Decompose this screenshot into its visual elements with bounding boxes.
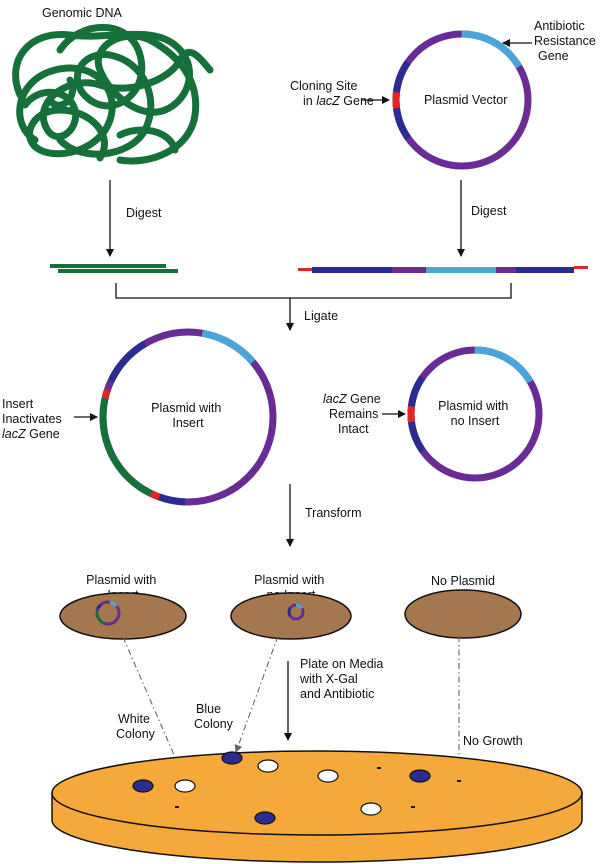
cell-no-plasmid — [404, 589, 522, 639]
colonies — [132, 751, 431, 825]
lacz-intact-label: lacZ Gene Remains Intact — [323, 392, 384, 436]
white-colony — [174, 779, 196, 793]
genomic-dna-fragment — [50, 264, 178, 273]
genomic-dna-tangle — [12, 23, 214, 165]
plasmid-no-insert — [407, 346, 543, 482]
transform-label: Transform — [305, 506, 362, 520]
cell-no-plasmid-label: No Plasmid — [431, 574, 495, 588]
blue-colony — [221, 751, 243, 765]
plasmid-with-insert — [99, 328, 277, 506]
blue-colony-label: Blue Colony — [194, 702, 234, 731]
digest-right-label: Digest — [471, 204, 507, 218]
cell-with-insert — [59, 592, 187, 640]
antibiotic-gene-label: Antibiotic Resistance Gene — [534, 19, 599, 63]
plasmid-no-insert-label: Plasmid with no Insert — [438, 399, 512, 428]
white-colony — [317, 769, 339, 783]
digest-left-label: Digest — [126, 206, 162, 220]
white-colony — [257, 759, 279, 773]
ligate-bracket — [115, 283, 512, 299]
white-colony-label: White Colony — [116, 712, 156, 741]
plasmid-vector — [392, 30, 532, 170]
insert-inactivates-label: Insert Inactivates lacZ Gene — [2, 397, 65, 441]
no-growth-label: No Growth — [463, 734, 523, 748]
blue-colony — [132, 779, 154, 793]
cell-no-insert-plasmid-icon — [287, 603, 305, 621]
linearized-vector — [298, 266, 588, 273]
plasmid-with-insert-label: Plasmid with Insert — [151, 401, 225, 430]
white-colony — [360, 802, 382, 816]
cell-to-plate-connectors — [122, 635, 463, 779]
cloning-site-label: Cloning Site in lacZ Gene — [290, 79, 374, 108]
ligate-label: Ligate — [304, 309, 338, 323]
genomic-dna-label: Genomic DNA — [42, 6, 123, 20]
cell-insert-plasmid-icon — [95, 600, 121, 626]
plasmid-vector-label: Plasmid Vector — [424, 93, 507, 107]
blue-colony — [409, 769, 431, 783]
blue-colony — [254, 811, 276, 825]
agar-plate — [51, 750, 583, 863]
specks — [175, 767, 461, 808]
plate-on-media-label: Plate on Media with X-Gal and Antibiotic — [299, 657, 387, 701]
